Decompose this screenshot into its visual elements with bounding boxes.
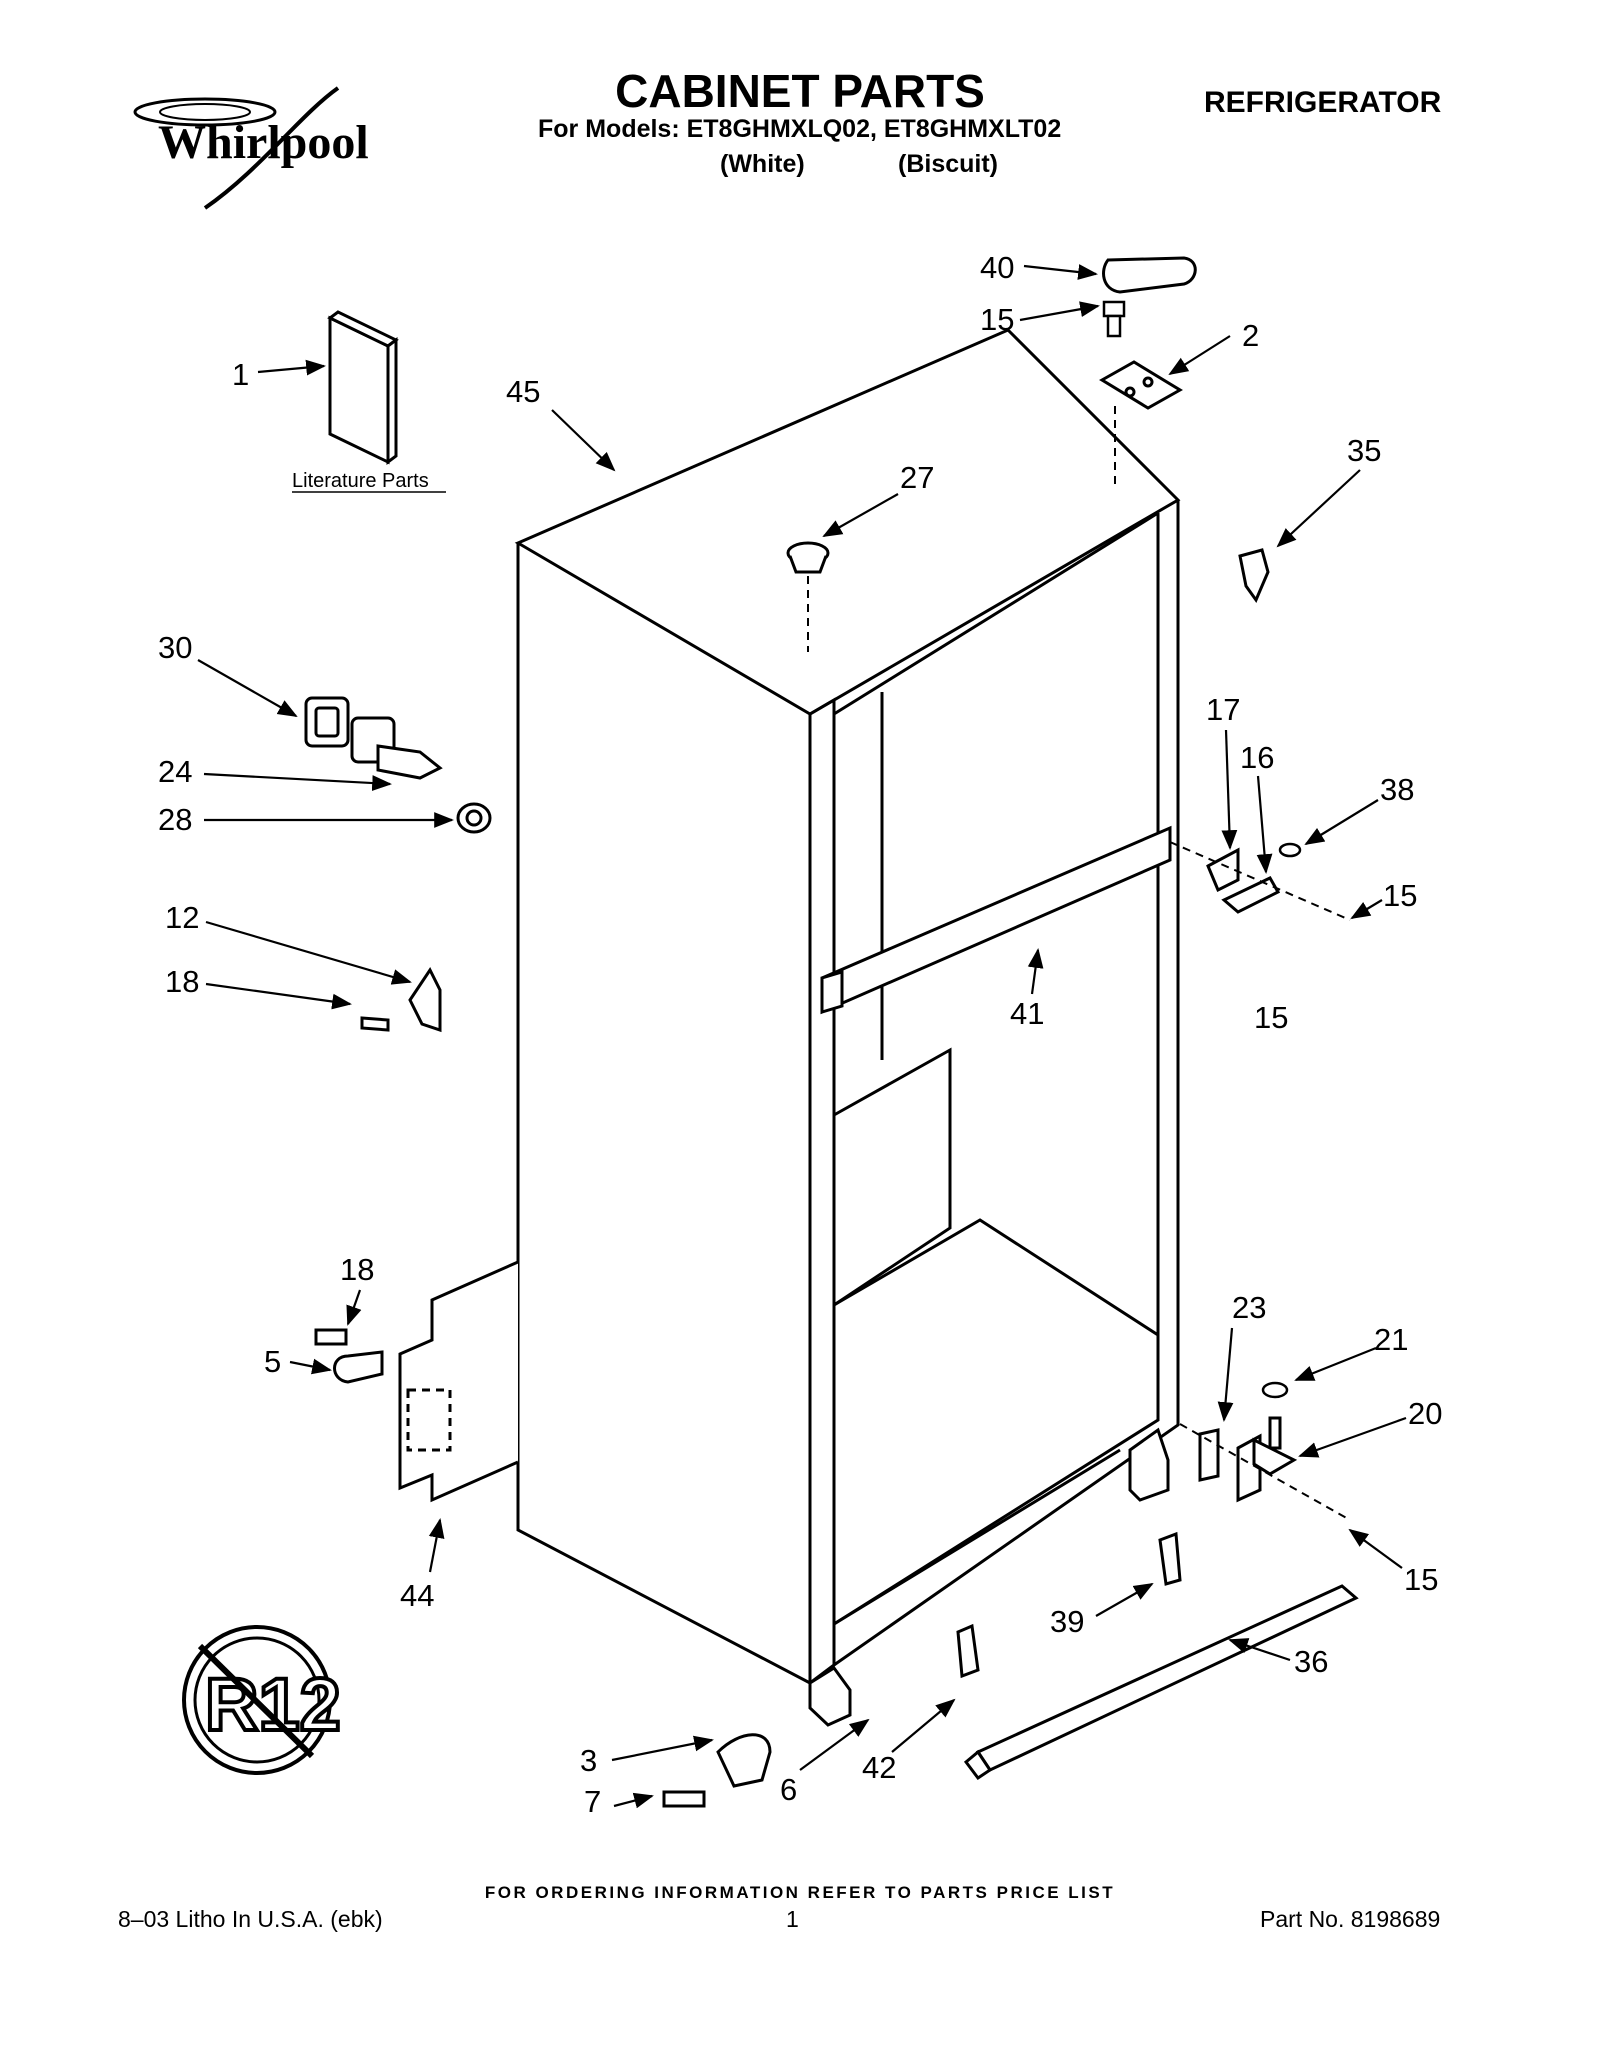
callout-41: 41 <box>1010 996 1044 1031</box>
callout-2: 2 <box>1242 318 1259 353</box>
cabinet-body <box>514 328 1181 1686</box>
screw-icon <box>1102 300 1126 338</box>
models-line: For Models: ET8GHMXLQ02, ET8GHMXLT02 <box>538 115 1062 143</box>
callout-24: 24 <box>158 754 192 789</box>
callout-15: 15 <box>1404 1562 1438 1597</box>
top-hinge-icon <box>1099 360 1183 410</box>
literature-label: Literature Parts <box>292 470 429 492</box>
leader-lines <box>197 264 1407 1809</box>
page-title: CABINET PARTS <box>615 65 985 117</box>
litho-info: 8–03 Litho In U.S.A. (ebk) <box>118 1906 383 1932</box>
callout-6: 6 <box>780 1772 797 1807</box>
callout-27: 27 <box>900 460 934 495</box>
callout-16: 16 <box>1240 740 1274 775</box>
lower-hinge-plate <box>1128 1427 1170 1502</box>
whirlpool-logo: Whirlpool <box>133 86 369 210</box>
grille-icon <box>963 1584 1359 1781</box>
rear-bracket <box>398 1260 519 1503</box>
literature-booklet-icon <box>327 310 399 465</box>
assembly-dashes <box>1169 841 1351 1521</box>
clip-bracket-icon <box>360 967 442 1033</box>
ordering-notice: FOR ORDERING INFORMATION REFER TO PARTS … <box>484 1883 1116 1902</box>
callout-21: 21 <box>1374 1322 1408 1357</box>
bushing-icon <box>456 802 492 834</box>
part-number: Part No. 8198689 <box>1260 1906 1441 1932</box>
clamp-icon <box>314 1328 384 1384</box>
grille-clip-icon <box>956 1531 1182 1679</box>
door-stop-icon <box>1206 847 1281 914</box>
callout-28: 28 <box>158 802 192 837</box>
page-number: 1 <box>786 1906 799 1932</box>
callout-42: 42 <box>862 1750 896 1785</box>
callout-3: 3 <box>580 1743 597 1778</box>
divider-rail <box>820 825 1172 1015</box>
r12-text: R12 <box>205 1663 341 1746</box>
callout-23: 23 <box>1232 1290 1266 1325</box>
callout-44: 44 <box>400 1578 434 1613</box>
callout-17: 17 <box>1206 692 1240 727</box>
plug-button-icon <box>786 541 830 574</box>
variant-white: (White) <box>720 150 805 178</box>
callout-35: 35 <box>1347 433 1381 468</box>
callout-12: 12 <box>165 900 199 935</box>
callout-40: 40 <box>980 250 1014 285</box>
washer-icon <box>1261 842 1302 1399</box>
callout-5: 5 <box>264 1344 281 1379</box>
lower-hinge-icon <box>1236 1416 1298 1503</box>
thermostat-icon <box>350 716 443 780</box>
callout-15: 15 <box>1383 878 1417 913</box>
callout-18: 18 <box>165 964 199 999</box>
callout-15: 15 <box>980 302 1014 337</box>
no-r12-badge: R12 <box>182 1625 343 1775</box>
hinge-cover-icon <box>1102 256 1197 294</box>
shim-icon <box>1198 1428 1220 1482</box>
leveler-icon <box>662 1733 772 1808</box>
callout-20: 20 <box>1408 1396 1442 1431</box>
gasket-icon <box>304 696 350 748</box>
callout-30: 30 <box>158 630 192 665</box>
hinge-cap-icon <box>1238 548 1270 604</box>
callout-39: 39 <box>1050 1604 1084 1639</box>
callout-45: 45 <box>506 374 540 409</box>
front-leg-plate <box>808 1665 852 1727</box>
brand-name: Whirlpool <box>158 116 369 169</box>
callout-38: 38 <box>1380 772 1414 807</box>
callout-labels: 40 15 2 1 45 35 27 30 17 16 38 24 28 15 … <box>158 250 1442 1819</box>
callout-18: 18 <box>340 1252 374 1287</box>
callout-7: 7 <box>584 1784 601 1819</box>
callout-36: 36 <box>1294 1644 1328 1679</box>
variant-biscuit: (Biscuit) <box>898 150 998 178</box>
callout-15: 15 <box>1254 1000 1288 1035</box>
category-label: REFRIGERATOR <box>1204 86 1442 119</box>
callout-1: 1 <box>232 357 249 392</box>
